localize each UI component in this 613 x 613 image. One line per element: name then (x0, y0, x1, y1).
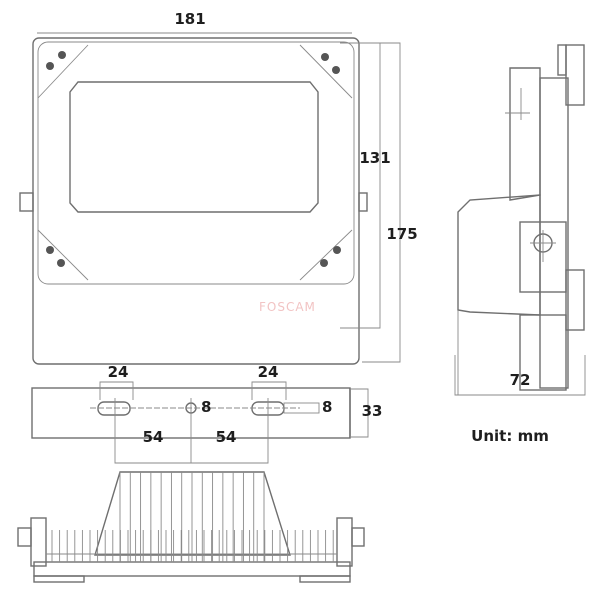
slot-width-right-label: 24 (258, 363, 279, 381)
spacing-left-label: 54 (143, 428, 164, 446)
foot-right (299, 575, 351, 583)
slot-left-dim (99, 381, 134, 400)
side-view: 72 Unit: mm (454, 44, 586, 445)
window-height-label: 131 (359, 149, 390, 167)
hole-diameter-label: 8 (201, 398, 211, 416)
slot-height-label: 8 (322, 398, 332, 416)
front-view: 181 131 175 FOSCAM (19, 10, 418, 365)
side-tab-left (19, 192, 34, 212)
spacing-right-label: 54 (216, 428, 237, 446)
spacing-dim-line (114, 398, 269, 464)
bracket-view: 24 24 8 8 33 54 54 (31, 363, 383, 464)
corner-led-top-right (299, 44, 353, 99)
side-top-tab (557, 44, 567, 76)
side-mount-body (457, 194, 541, 316)
width-label: 181 (174, 10, 205, 28)
end-cap-right (336, 517, 353, 567)
corner-led-top-left (37, 44, 89, 99)
side-bottom-flange (565, 269, 585, 331)
side-bracket (509, 67, 541, 201)
front-body-outline (32, 37, 360, 365)
bracket-height-dim (350, 388, 369, 438)
height-dim-line (352, 42, 401, 363)
end-tab-right (351, 527, 365, 547)
depth-dim-line (454, 355, 586, 396)
side-tab-right (358, 192, 368, 212)
window-height-dim-line (340, 42, 381, 329)
front-face-outline (37, 41, 355, 285)
end-tab-left (17, 527, 32, 547)
side-lower-body (519, 314, 567, 391)
base-plate (33, 561, 351, 577)
slot-width-left-label: 24 (108, 363, 129, 381)
side-housing (539, 77, 569, 389)
unit-note: Unit: mm (471, 427, 549, 445)
lens-window (69, 81, 319, 213)
watermark: FOSCAM (259, 300, 316, 314)
bracket-height-label: 33 (362, 402, 383, 420)
height-label: 175 (386, 225, 417, 243)
mount-slot-left (97, 401, 131, 416)
corner-led-bottom-right (299, 229, 353, 281)
side-top-flange (565, 44, 585, 106)
depth-label: 72 (510, 371, 531, 389)
slot-right-dim (251, 381, 287, 400)
heatsink-profile (94, 471, 291, 556)
side-hinge-block (519, 221, 567, 293)
corner-led-bottom-left (37, 229, 89, 281)
foot-left (33, 575, 85, 583)
bottom-view (17, 471, 365, 583)
end-cap-left (30, 517, 47, 567)
